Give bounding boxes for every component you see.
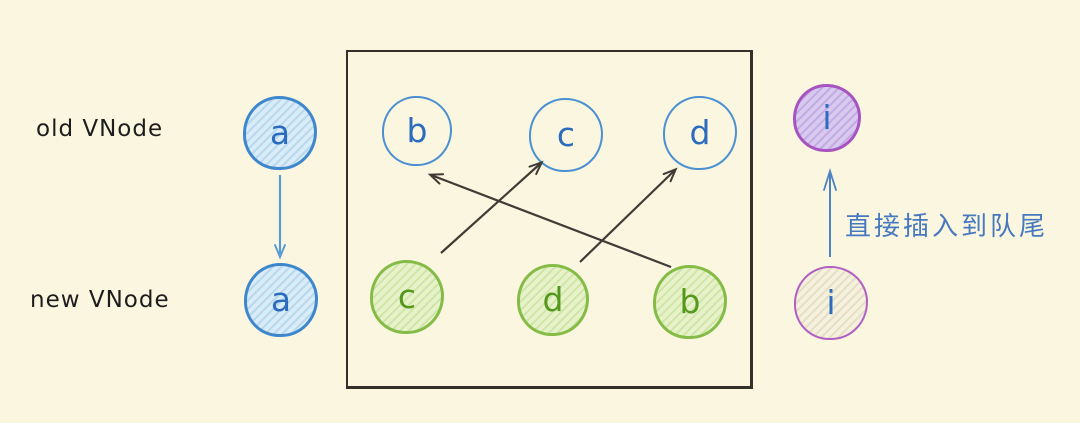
node-new-b: b [653,265,727,339]
node-new-a: a [244,263,318,337]
node-new-i-label: i [826,282,836,322]
insert-tail-annotation: 直接插入到队尾 [845,212,1049,242]
node-old-d: d [663,96,737,170]
diff-region-box [346,50,753,389]
node-old-a: a [243,96,317,170]
old-vnode-row-label: old VNode [36,116,164,142]
node-old-b-label: b [406,110,428,150]
new-vnode-row-label: new VNode [30,287,170,313]
node-old-i-label: i [822,97,832,137]
node-old-c: c [529,98,603,172]
node-new-d-label: d [542,279,564,319]
node-new-i: i [794,266,868,340]
node-new-c-label: c [397,276,417,316]
node-new-b-label: b [679,281,701,321]
node-old-d-label: d [689,112,711,152]
node-new-d: d [517,264,589,336]
bottom-edge [0,423,1080,428]
node-old-b: b [382,96,452,166]
node-new-c: c [370,260,444,334]
node-old-i: i [793,84,861,152]
node-old-a-label: a [269,112,291,152]
node-new-a-label: a [270,279,292,319]
node-old-c-label: c [556,114,576,154]
